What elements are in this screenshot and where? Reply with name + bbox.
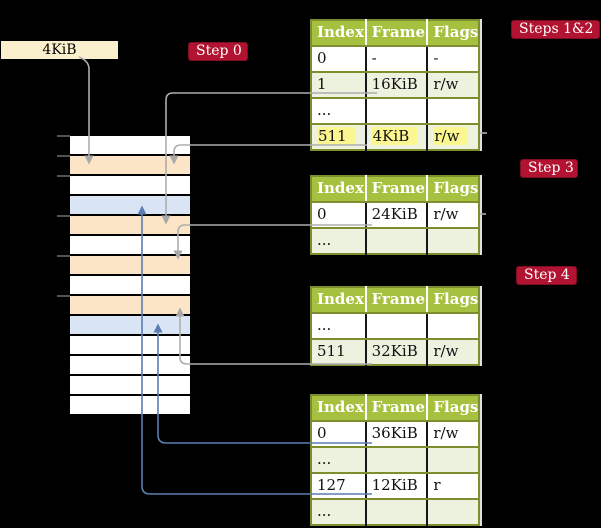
- table-cell: [427, 228, 479, 254]
- table-cell: ...: [311, 447, 367, 474]
- step-4-badge: Step 4: [516, 266, 577, 285]
- table-cell: [365, 228, 429, 254]
- table-cell: ...: [311, 228, 367, 254]
- table-cell: [365, 313, 429, 340]
- table-cell: ...: [311, 499, 367, 525]
- table-cell: 36KiB: [365, 421, 429, 448]
- table-cell: [365, 447, 429, 474]
- memory-row-3: [70, 176, 190, 196]
- table-row: ...: [311, 98, 479, 125]
- table-cell: [427, 447, 479, 474]
- table-cell: -: [365, 46, 429, 73]
- column-header-index: Index: [311, 395, 367, 422]
- table-cell: ...: [311, 313, 367, 340]
- column-header-index: Index: [311, 20, 367, 47]
- column-header-frame: Frame: [365, 176, 429, 203]
- table-cell: r/w: [427, 339, 479, 365]
- table-cell: 32KiB: [365, 339, 429, 365]
- column-header-frame: Frame: [365, 20, 429, 47]
- table-cell: [427, 98, 479, 125]
- column-header-frame: Frame: [365, 395, 429, 422]
- highlighted-value: r/w: [433, 127, 468, 145]
- table-cell: 511: [311, 339, 367, 365]
- table-cell: 0: [311, 421, 367, 448]
- table-cell: 24KiB: [365, 202, 429, 229]
- steps-1-2-badge: Steps 1&2: [511, 20, 600, 39]
- highlighted-value: 511: [317, 127, 355, 145]
- table-cell: ...: [311, 98, 367, 125]
- step-0-badge: Step 0: [188, 42, 248, 61]
- table-cell: 12KiB: [365, 473, 429, 500]
- table-row: ...: [311, 499, 479, 525]
- column-header-index: Index: [311, 287, 367, 314]
- table-row: 511 4KiB r/w: [311, 124, 479, 150]
- memory-tick-marks: [57, 135, 70, 297]
- memory-row-2: [70, 156, 190, 176]
- table-row: 0--: [311, 46, 479, 73]
- table-cell: r/w: [427, 124, 479, 150]
- column-header-flags: Flags: [427, 395, 479, 422]
- column-header-flags: Flags: [427, 287, 479, 314]
- table-cell: 127: [311, 473, 367, 500]
- table-cell: r: [427, 473, 479, 500]
- column-header-frame: Frame: [365, 287, 429, 314]
- memory-row-11: [70, 336, 190, 356]
- memory-row-8: [70, 276, 190, 296]
- memory-row-14: [70, 396, 190, 416]
- column-header-flags: Flags: [427, 176, 479, 203]
- table-row: ...: [311, 447, 479, 474]
- memory-row-4: [70, 196, 190, 216]
- memory-row-6: [70, 236, 190, 256]
- table-cell: -: [427, 46, 479, 73]
- table-row: ...: [311, 228, 479, 254]
- step-3-badge: Step 3: [520, 159, 578, 178]
- table-cell: 4KiB: [365, 124, 429, 150]
- memory-row-10: [70, 316, 190, 336]
- column-header-flags: Flags: [427, 20, 479, 47]
- memory-row-9: [70, 296, 190, 316]
- table-row: ...: [311, 313, 479, 340]
- table-cell: 511: [311, 124, 367, 150]
- table-cell: [427, 499, 479, 525]
- memory-row-13: [70, 376, 190, 396]
- highlighted-value: 4KiB: [371, 127, 418, 145]
- table-cell: 0: [311, 46, 367, 73]
- table-cell: r/w: [427, 421, 479, 448]
- column-header-index: Index: [311, 176, 367, 203]
- table-cell: r/w: [427, 202, 479, 229]
- table-cell: [365, 499, 429, 525]
- table-cell: r/w: [427, 72, 479, 99]
- memory-row-12: [70, 356, 190, 376]
- table-cell: [365, 98, 429, 125]
- table-cell: 16KiB: [365, 72, 429, 99]
- table-cell: 1: [311, 72, 367, 99]
- table-cell: 0: [311, 202, 367, 229]
- table-cell: [427, 313, 479, 340]
- physical-memory-column: [70, 136, 190, 416]
- root-page-table-box: 4KiB: [1, 41, 118, 59]
- memory-row-7: [70, 256, 190, 276]
- memory-row-1: [70, 136, 190, 156]
- memory-row-5: [70, 216, 190, 236]
